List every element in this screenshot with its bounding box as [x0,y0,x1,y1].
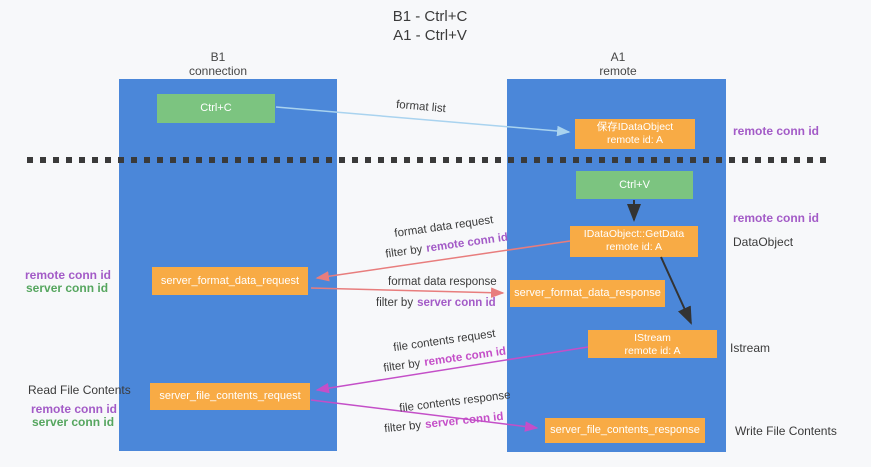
phase-separator-dashed-line [27,157,831,163]
istream-line1: IStream [634,332,671,344]
left-remote-conn-id-1: remote conn id [25,268,112,282]
filter-by-text: filter by [383,419,422,436]
title-line-1: B1 - Ctrl+C [392,8,468,25]
server-conn-id-key: server conn id [417,297,496,309]
right-column-header: A1 remote [558,50,678,78]
ctrl-c-box: Ctrl+C [157,94,275,123]
remote-conn-id-key: remote conn id [425,231,509,255]
filter-by-text: filter by [384,243,424,261]
server-format-data-request-box: server_format_data_request [152,267,308,295]
idataobject-getdata-box: IDataObject::GetData remote id: A [570,226,698,257]
ctrl-v-box: Ctrl+V [576,171,693,199]
left-read-file-contents-label: Read File Contents [28,383,131,397]
right-column-role: remote [599,64,637,78]
filter-by-text: filter by [382,357,422,375]
right-column-id: A1 [610,50,626,64]
left-column-header: B1 connection [158,50,278,78]
server-file-contents-request-box: server_file_contents_request [150,383,310,410]
server-file-contents-response-box: server_file_contents_response [545,418,705,443]
title-line-2: A1 - Ctrl+V [393,27,467,44]
right-write-file-contents-label: Write File Contents [735,424,837,438]
getdata-line1: IDataObject::GetData [583,228,685,240]
istream-line2: remote id: A [624,345,681,357]
filter-by-text: filter by [376,297,414,309]
left-remote-conn-id-2: remote conn id [31,402,118,416]
server-format-data-response-box: server_format_data_response [510,280,665,307]
server-conn-id-key: server conn id [424,410,505,431]
right-istream-label: Istream [730,341,771,355]
diagram-title: B1 - Ctrl+C A1 - Ctrl+V [0,7,860,45]
format-data-response-label: format data response [388,276,497,288]
getdata-line2: remote id: A [605,241,663,253]
right-remote-conn-id-mid: remote conn id [733,211,820,225]
save-idataobject-line1: 保存IDataObject [596,121,674,133]
remote-conn-id-key: remote conn id [423,345,507,369]
left-column-role: connection [188,64,248,78]
save-idataobject-box: 保存IDataObject remote id: A [575,119,695,149]
save-idataobject-line2: remote id: A [606,134,664,146]
right-dataobject-label: DataObject [733,235,794,249]
right-remote-conn-id-top: remote conn id [733,124,820,138]
left-column-id: B1 [210,50,226,64]
istream-box: IStream remote id: A [588,330,717,358]
format-data-response-arrow [310,287,505,298]
left-server-conn-id-1: server conn id [26,281,109,295]
left-server-conn-id-2: server conn id [32,415,115,429]
format-list-label: format list [395,98,447,116]
